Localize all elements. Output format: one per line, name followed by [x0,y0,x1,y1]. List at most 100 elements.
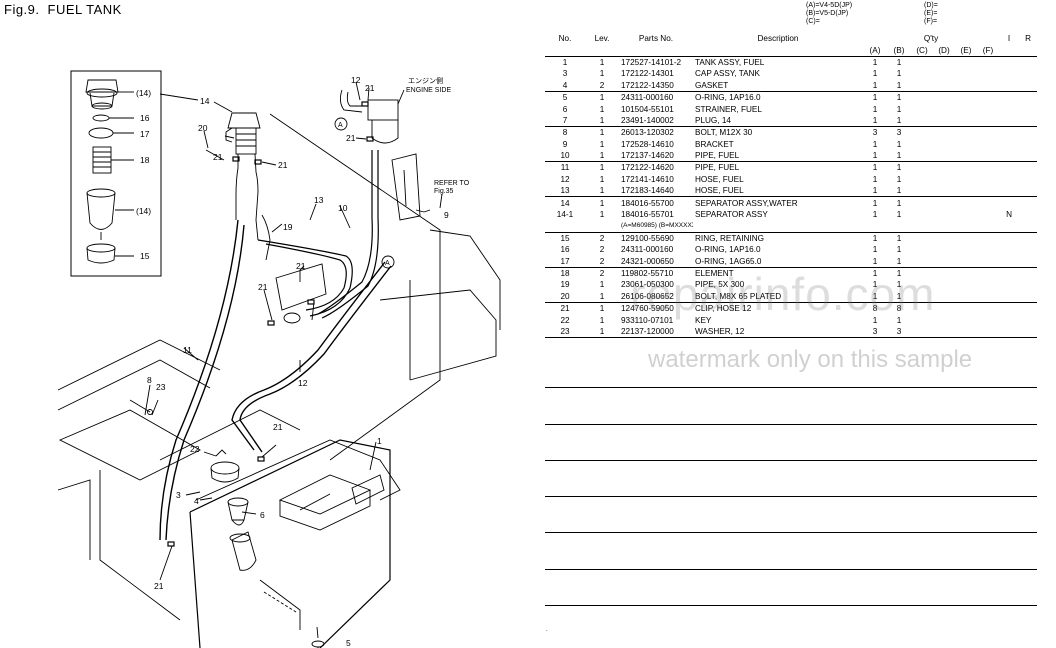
header-row-2: (A) (B) (C) (D) (E) (F) [545,44,1038,57]
qty-a: 1 [872,174,878,184]
part-level: 1 [585,149,619,163]
qty-f [977,91,999,103]
qty-a: 1 [863,255,887,268]
interchange-flag [999,91,1019,103]
interchange-flag [999,68,1019,79]
part-no-index: 10 [545,149,585,163]
header-col-a: (A) [863,44,887,57]
callout-a-mid-letter: A [385,260,390,267]
qty-c [911,220,933,233]
part-no-index: 19 [560,280,570,290]
part-description: BOLT, M8X 65 PLATED [693,290,863,303]
remark [1019,185,1038,198]
part-number: 172528-14610 [621,139,674,149]
interchange-flag [999,127,1019,139]
part-description: PIPE, FUEL [693,149,863,163]
interchange-flag [999,103,1019,114]
qty-e [955,139,977,150]
qty-a: 1 [872,245,878,255]
qty-b: 1 [896,233,902,243]
part-number: 172122-14301 [621,69,674,79]
part-level [585,220,619,233]
label-20: 20 [198,123,208,133]
qty-f [977,103,999,114]
inset-label-14b: (14) [136,206,151,216]
inset-label-17: 17 [140,129,150,139]
qty-b: 1 [887,79,911,92]
qty-b: 8 [896,304,902,314]
watermark-notice: watermark only on this sample [648,346,973,373]
qty-c [911,103,933,114]
part-no-index: 17 [545,255,585,268]
header-parts-no: Parts No. [638,34,674,44]
qty-c [911,244,933,255]
qty-e [955,290,977,303]
qty-a: 1 [872,315,878,325]
legend-b: (B)=V5-D(JP) [806,10,849,17]
part-no-index: 9 [562,139,568,149]
qty-f [977,127,999,139]
remark [1019,255,1038,268]
qty-a: 1 [872,269,878,278]
qty-a: 1 [872,210,878,220]
figure-number: Fig.9. [4,2,40,17]
filler-neck [229,531,257,571]
qty-d [933,255,955,268]
part-description: TANK ASSY, FUEL [695,57,765,67]
part-level: 1 [599,210,605,220]
qty-d [933,185,955,198]
part-description: GASKET [693,79,863,92]
qty-b: 1 [896,104,902,114]
qty-d [933,279,955,290]
remark [1019,314,1037,325]
refer-to-text: REFER TO [434,180,470,187]
qty-f [977,290,1000,303]
fuel-tank-diagram: (14) 16 17 18 (14) 15 14 20 21 21 12 21 … [57,70,501,648]
qty-d [933,325,955,339]
qty-e [955,149,977,163]
qty-a: 1 [863,149,887,163]
qty-f [977,114,1000,128]
label-12-mid: 12 [298,378,308,388]
qty-c [911,232,933,244]
engine-side-en: ENGINE SIDE [406,87,451,94]
qty-d [933,139,955,150]
part-no-index: 7 [545,114,585,128]
header-row-1: No. Lev. Parts No. Description Q'ty I R [545,33,1037,44]
qty-c [911,290,933,303]
part-number: 119802-55710 [621,269,674,278]
part-number: 124760-59050 [621,304,674,314]
interchange-flag [999,325,1020,339]
part-description: RING, RETAINING [695,233,764,243]
remark [1019,174,1037,185]
part-no-index: 3 [562,69,568,79]
label-21-mid: 21 [273,422,283,432]
qty-f [977,232,999,244]
qty-f [977,314,999,325]
qty-a: 8 [872,304,878,314]
header-qty: Q'ty [923,34,939,44]
part-no-index: 12 [560,174,570,184]
callout-a-top-letter: A [338,122,343,129]
part-no-index: 14-1 [556,210,574,220]
remark [1019,91,1037,103]
qty-e [955,255,977,268]
part-level: 1 [599,69,605,79]
inset-element [92,146,112,174]
label-9: 9 [444,210,449,220]
remark [1019,197,1037,209]
interchange-flag [999,162,1019,174]
qty-b: 1 [896,163,902,173]
blank-row [545,425,1037,461]
label-10: 10 [338,203,348,213]
blank-rows [545,352,1037,607]
interchange-flag [999,174,1019,185]
